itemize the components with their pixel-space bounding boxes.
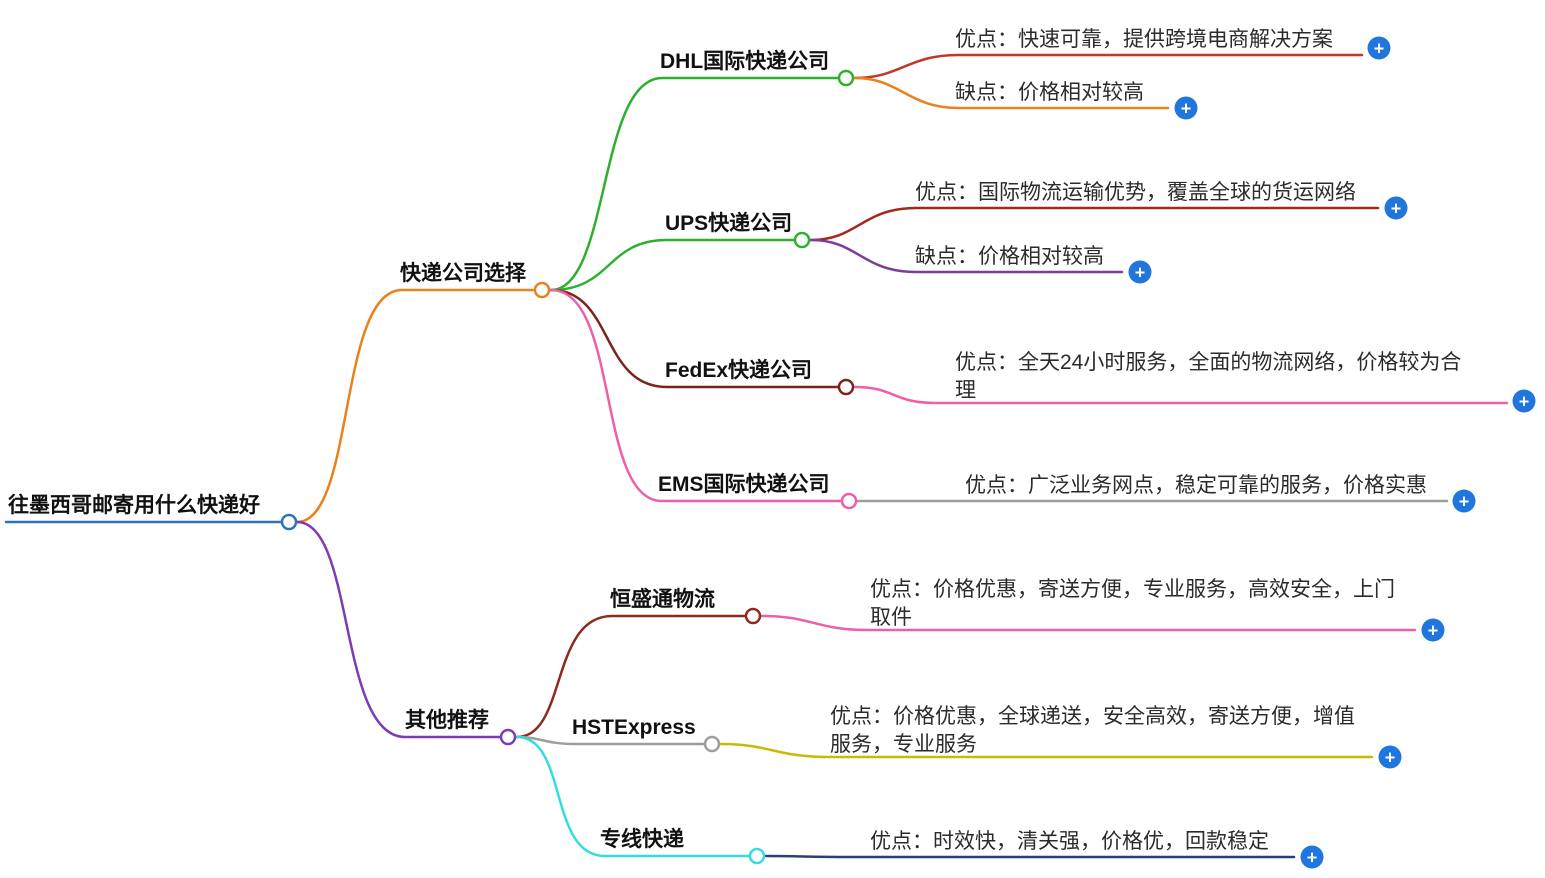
connector-hengshengtong-pros xyxy=(760,614,1417,632)
connector-dhl-cons xyxy=(853,76,1170,110)
connector-ups-pros xyxy=(809,206,1380,242)
expand-plus-button-fedex-pros[interactable]: + xyxy=(1512,389,1536,413)
connector-fedex xyxy=(549,288,840,389)
connector-dhl xyxy=(549,76,840,292)
leaf-ups-pros[interactable]: 优点：国际物流运输优势，覆盖全球的货运网络 xyxy=(915,181,1356,204)
node-label-dhl[interactable]: DHL国际快递公司 xyxy=(660,50,830,73)
node-anchor-branch1[interactable] xyxy=(533,281,551,299)
node-anchor-zhuanxian[interactable] xyxy=(748,847,766,865)
connector-hengshengtong xyxy=(515,614,747,739)
expand-plus-button-dhl-cons[interactable]: + xyxy=(1174,96,1198,120)
connector-ups-cons xyxy=(809,238,1124,274)
connector-fedex-pros xyxy=(853,385,1509,405)
node-label-zhuanxian[interactable]: 专线快递 xyxy=(600,828,684,851)
node-label-hengshengtong[interactable]: 恒盛通物流 xyxy=(610,588,715,611)
connector-root-branch2 xyxy=(295,520,501,739)
node-anchor-branch2[interactable] xyxy=(499,728,517,746)
connector-zhuanxian xyxy=(515,735,751,858)
node-label-ups[interactable]: UPS快递公司 xyxy=(665,212,793,235)
leaf-ems-pros[interactable]: 优点：广泛业务网点，稳定可靠的服务，价格实惠 xyxy=(965,474,1427,497)
node-anchor-root[interactable] xyxy=(280,513,298,531)
leaf-ups-cons[interactable]: 缺点：价格相对较高 xyxy=(915,245,1104,268)
connector-root-branch1 xyxy=(295,288,535,524)
expand-plus-button-hstexpress-pros[interactable]: + xyxy=(1378,745,1402,769)
connector-ems xyxy=(549,288,843,503)
expand-plus-button-ups-cons[interactable]: + xyxy=(1128,260,1152,284)
node-label-hstexpress[interactable]: HSTExpress xyxy=(572,716,696,739)
expand-plus-button-ups-pros[interactable]: + xyxy=(1384,196,1408,220)
node-anchor-ups[interactable] xyxy=(793,231,811,249)
branch1-label[interactable]: 快递公司选择 xyxy=(400,262,526,285)
node-anchor-fedex[interactable] xyxy=(837,378,855,396)
leaf-hengshengtong-pros[interactable]: 优点：价格优惠，寄送方便，专业服务，高效安全，上门取件 xyxy=(870,578,1395,629)
node-anchor-dhl[interactable] xyxy=(837,69,855,87)
node-label-ems[interactable]: EMS国际快递公司 xyxy=(658,473,830,496)
leaf-fedex-pros[interactable]: 优点：全天24小时服务，全面的物流网络，价格较为合理 xyxy=(955,351,1462,402)
root-node-label[interactable]: 往墨西哥邮寄用什么快递好 xyxy=(8,494,260,517)
node-anchor-hengshengtong[interactable] xyxy=(744,607,762,625)
leaf-dhl-cons[interactable]: 缺点：价格相对较高 xyxy=(955,81,1144,104)
leaf-zhuanxian-pros[interactable]: 优点：时效快，清关强，价格优，回款稳定 xyxy=(870,830,1269,853)
connector-hstexpress-pros xyxy=(719,742,1374,759)
expand-plus-button-dhl-pros[interactable]: + xyxy=(1367,36,1391,60)
node-label-fedex[interactable]: FedEx快递公司 xyxy=(665,359,813,382)
connector-ups xyxy=(549,238,796,292)
node-anchor-hstexpress[interactable] xyxy=(703,735,721,753)
expand-plus-button-zhuanxian-pros[interactable]: + xyxy=(1300,845,1324,869)
expand-plus-button-ems-pros[interactable]: + xyxy=(1452,489,1476,513)
branch2-label[interactable]: 其他推荐 xyxy=(405,709,489,732)
connector-dhl-pros xyxy=(853,53,1364,80)
node-anchor-ems[interactable] xyxy=(840,492,858,510)
leaf-dhl-pros[interactable]: 优点：快速可靠，提供跨境电商解决方案 xyxy=(955,28,1333,51)
expand-plus-button-hengshengtong-pros[interactable]: + xyxy=(1421,618,1445,642)
connector-zhuanxian-pros xyxy=(764,854,1296,859)
leaf-hstexpress-pros[interactable]: 优点：价格优惠，全球递送，安全高效，寄送方便，增值服务，专业服务 xyxy=(830,705,1355,756)
